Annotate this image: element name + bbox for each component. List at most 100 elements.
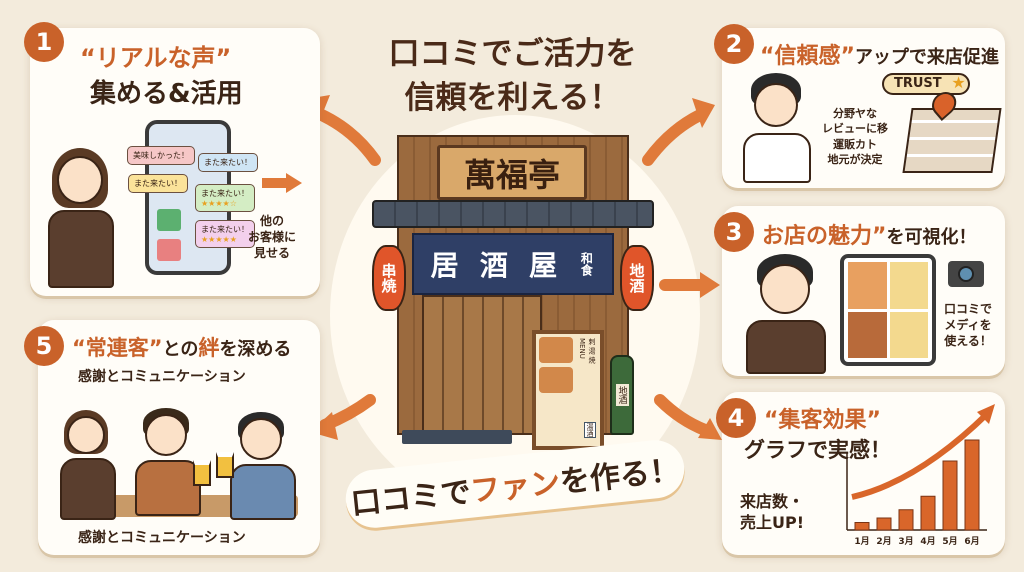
review-bubble: 美味しかった！ (127, 146, 195, 165)
camera-icon (948, 261, 984, 287)
side-line: 他の (260, 214, 285, 228)
noren-char: 居 (430, 249, 459, 282)
trust-label: TRUST (894, 76, 942, 91)
slogan-accent: ファン (468, 465, 562, 510)
chart-tick-label: 5月 (942, 536, 957, 547)
text-line: 口コミで (944, 302, 993, 316)
trend-arrow-head (977, 404, 995, 424)
review-bubble: また来たい！★★★★☆ (195, 184, 255, 212)
star-rating: ★★★★☆ (201, 199, 237, 208)
menu-dish (539, 337, 573, 363)
card2-title: “信頼感”アップで来店促進 (760, 38, 999, 70)
bottle-label: 地酒 (615, 384, 629, 406)
slogan-part3: を作る！ (558, 452, 682, 501)
trust-badge: TRUST ★ (882, 73, 970, 95)
review-bubble: また来たい！ (198, 153, 258, 172)
card5-title-accent: “常連客” (72, 336, 163, 360)
card3-title-text: を可視化！ (886, 227, 977, 248)
card-real-voices: 1 “リアルな声” 集める&活用 美味しかった！ また来たい！ また来たい！ ま… (24, 22, 320, 296)
card5-title-mid: との (162, 339, 199, 360)
noren-curtain: 居 酒 屋 和食 (412, 233, 614, 295)
trend-arrow (851, 411, 990, 500)
tablet-illustration (840, 254, 936, 366)
card-customer-effect: 4 “集客効果” グラフで実感！ 来店数・売上UP! 1月 2月 3月 4月 5月 6月 (716, 392, 1005, 555)
chart-tick-label: 2月 (876, 536, 891, 547)
store-roof (372, 200, 654, 228)
chart-bar (942, 460, 958, 531)
card3-title-accent: お店の魅力” (762, 224, 887, 249)
lantern-right: 地酒 (620, 245, 654, 311)
avatar-pink (157, 239, 181, 261)
bubble-text: また来たい！ (201, 189, 249, 198)
step-number-badge: 1 (24, 22, 64, 62)
chart-tick-label: 4月 (920, 536, 935, 547)
izakaya-storefront: 萬福亭 居 酒 屋 和食 串焼 地酒 MENU 刺 湯 焼 湯酒 地酒 (372, 135, 654, 455)
text-line: 売上UP! (740, 512, 805, 532)
menu-board: MENU 刺 湯 焼 湯酒 (532, 330, 604, 450)
text-line: 来店数・ (740, 492, 805, 511)
noren-side-text: 和食 (579, 252, 594, 276)
card-store-appeal: 3 お店の魅力”を可視化！ 口コミでメディを使える！ (714, 206, 1005, 376)
card2-title-text: アップで来店促進 (854, 47, 999, 68)
step-number-badge: 2 (714, 24, 754, 64)
menu-bottle-label: 湯酒 (584, 422, 596, 438)
step-number-badge: 5 (24, 326, 64, 366)
chart-tick-label: 6月 (964, 536, 979, 547)
card5-caption: 感謝とコミュニケーション (78, 530, 246, 546)
card5-subtitle: 感謝とコミュニケーション (78, 369, 246, 385)
main-title: 口コミでご活力を 信頼を利える！ (340, 32, 685, 120)
chart-bar (876, 517, 892, 531)
staff-man-illustration (737, 73, 817, 183)
bubble-text: また来たい！ (201, 225, 249, 234)
card4-text: 来店数・売上UP! (740, 492, 804, 534)
card3-title: お店の魅力”を可視化！ (762, 218, 976, 250)
card1-side-text: 他のお客様に見せる (248, 213, 296, 262)
card3-text: 口コミでメディを使える！ (944, 301, 992, 350)
card-regulars: 5 “常連客”との絆を深める 感謝とコミュニケーション 感謝とコミュニケーション (24, 320, 320, 555)
right-arrow-icon (262, 173, 302, 193)
card1-title: 集める&活用 (90, 79, 243, 109)
card1-title-accent: “リアルな声” (80, 44, 232, 72)
staff-woman-illustration (58, 410, 118, 520)
noren-char: 酒 (479, 249, 508, 282)
card5-title-end: を深める (219, 339, 292, 360)
avatar-green (157, 209, 181, 231)
chart-bar (854, 522, 870, 531)
beer-mug-icon (193, 460, 211, 486)
card4-title-accent: “集客効果” (764, 408, 881, 433)
text-line: レビューに移 (822, 122, 888, 136)
noren-char: 屋 (529, 249, 558, 282)
text-line: メディを (944, 318, 992, 333)
staff-woman-illustration (40, 148, 130, 288)
card4-title: グラフで実感！ (744, 438, 891, 462)
chart-tick-label: 1月 (854, 536, 869, 547)
step-number-badge: 3 (714, 212, 754, 252)
chart-tick-label: 3月 (898, 536, 913, 547)
sake-bottle: 地酒 (610, 355, 634, 435)
step-number-badge: 4 (716, 398, 756, 438)
menu-items: 刺 湯 焼 (588, 338, 596, 364)
menu-dish (539, 367, 573, 393)
text-line: 地元が決定 (827, 153, 883, 167)
text-line: 分野ヤな (833, 107, 877, 120)
main-title-line2: 信頼を利える！ (404, 80, 621, 116)
store-sign: 萬福亭 (437, 145, 587, 200)
door-mat (402, 430, 512, 444)
staff-man-illustration (742, 254, 832, 374)
lantern-left: 串焼 (372, 245, 406, 311)
customer-man-illustration (133, 408, 203, 518)
star-icon: ★ (951, 73, 966, 92)
side-line: お客様に (248, 230, 297, 245)
text-line: 使える！ (944, 334, 992, 349)
card-trust: 2 “信頼感”アップで来店促進 TRUST ★ 分野ヤなレビューに移運販カト地元… (714, 24, 1005, 188)
star-rating: ★★★★★ (201, 235, 237, 244)
card5-title-accent2: 絆 (198, 336, 220, 360)
chart-bar (964, 439, 980, 531)
side-line: 見せる (254, 246, 291, 261)
review-bubble: また来たい！★★★★★ (195, 220, 255, 248)
review-bubble: また来たい！ (128, 174, 188, 193)
arrow-to-card4 (654, 394, 711, 436)
card2-text: 分野ヤなレビューに移運販カト地元が決定 (822, 106, 888, 168)
card2-title-accent: “信頼感” (760, 44, 855, 69)
menu-label: MENU (578, 338, 586, 359)
